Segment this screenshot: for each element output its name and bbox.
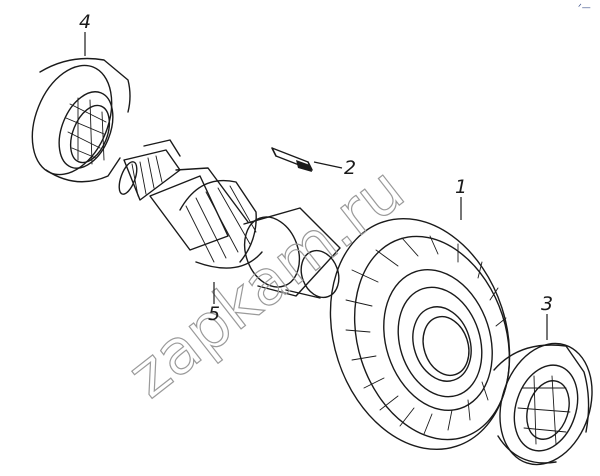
callout-2-label: 2 [344, 157, 356, 179]
part-2-key [271, 147, 313, 172]
callout-5-label: 5 [208, 303, 220, 325]
callout-4-label: 4 [79, 11, 91, 33]
part-4-bearing [31, 57, 131, 183]
part-1-bevel-gear [329, 217, 511, 451]
callout-1-label: 1 [455, 176, 467, 198]
part-5-pinion-shaft [118, 139, 341, 299]
corner-mark: ᐟ— [578, 3, 591, 13]
callout-5: 5 [208, 282, 220, 325]
callout-3: 3 [541, 293, 553, 340]
callout-4: 4 [79, 11, 91, 56]
callout-1: 1 [455, 176, 467, 220]
callout-2: 2 [313, 157, 356, 179]
callout-3-label: 3 [541, 293, 553, 315]
part-3-bearing [493, 342, 593, 466]
